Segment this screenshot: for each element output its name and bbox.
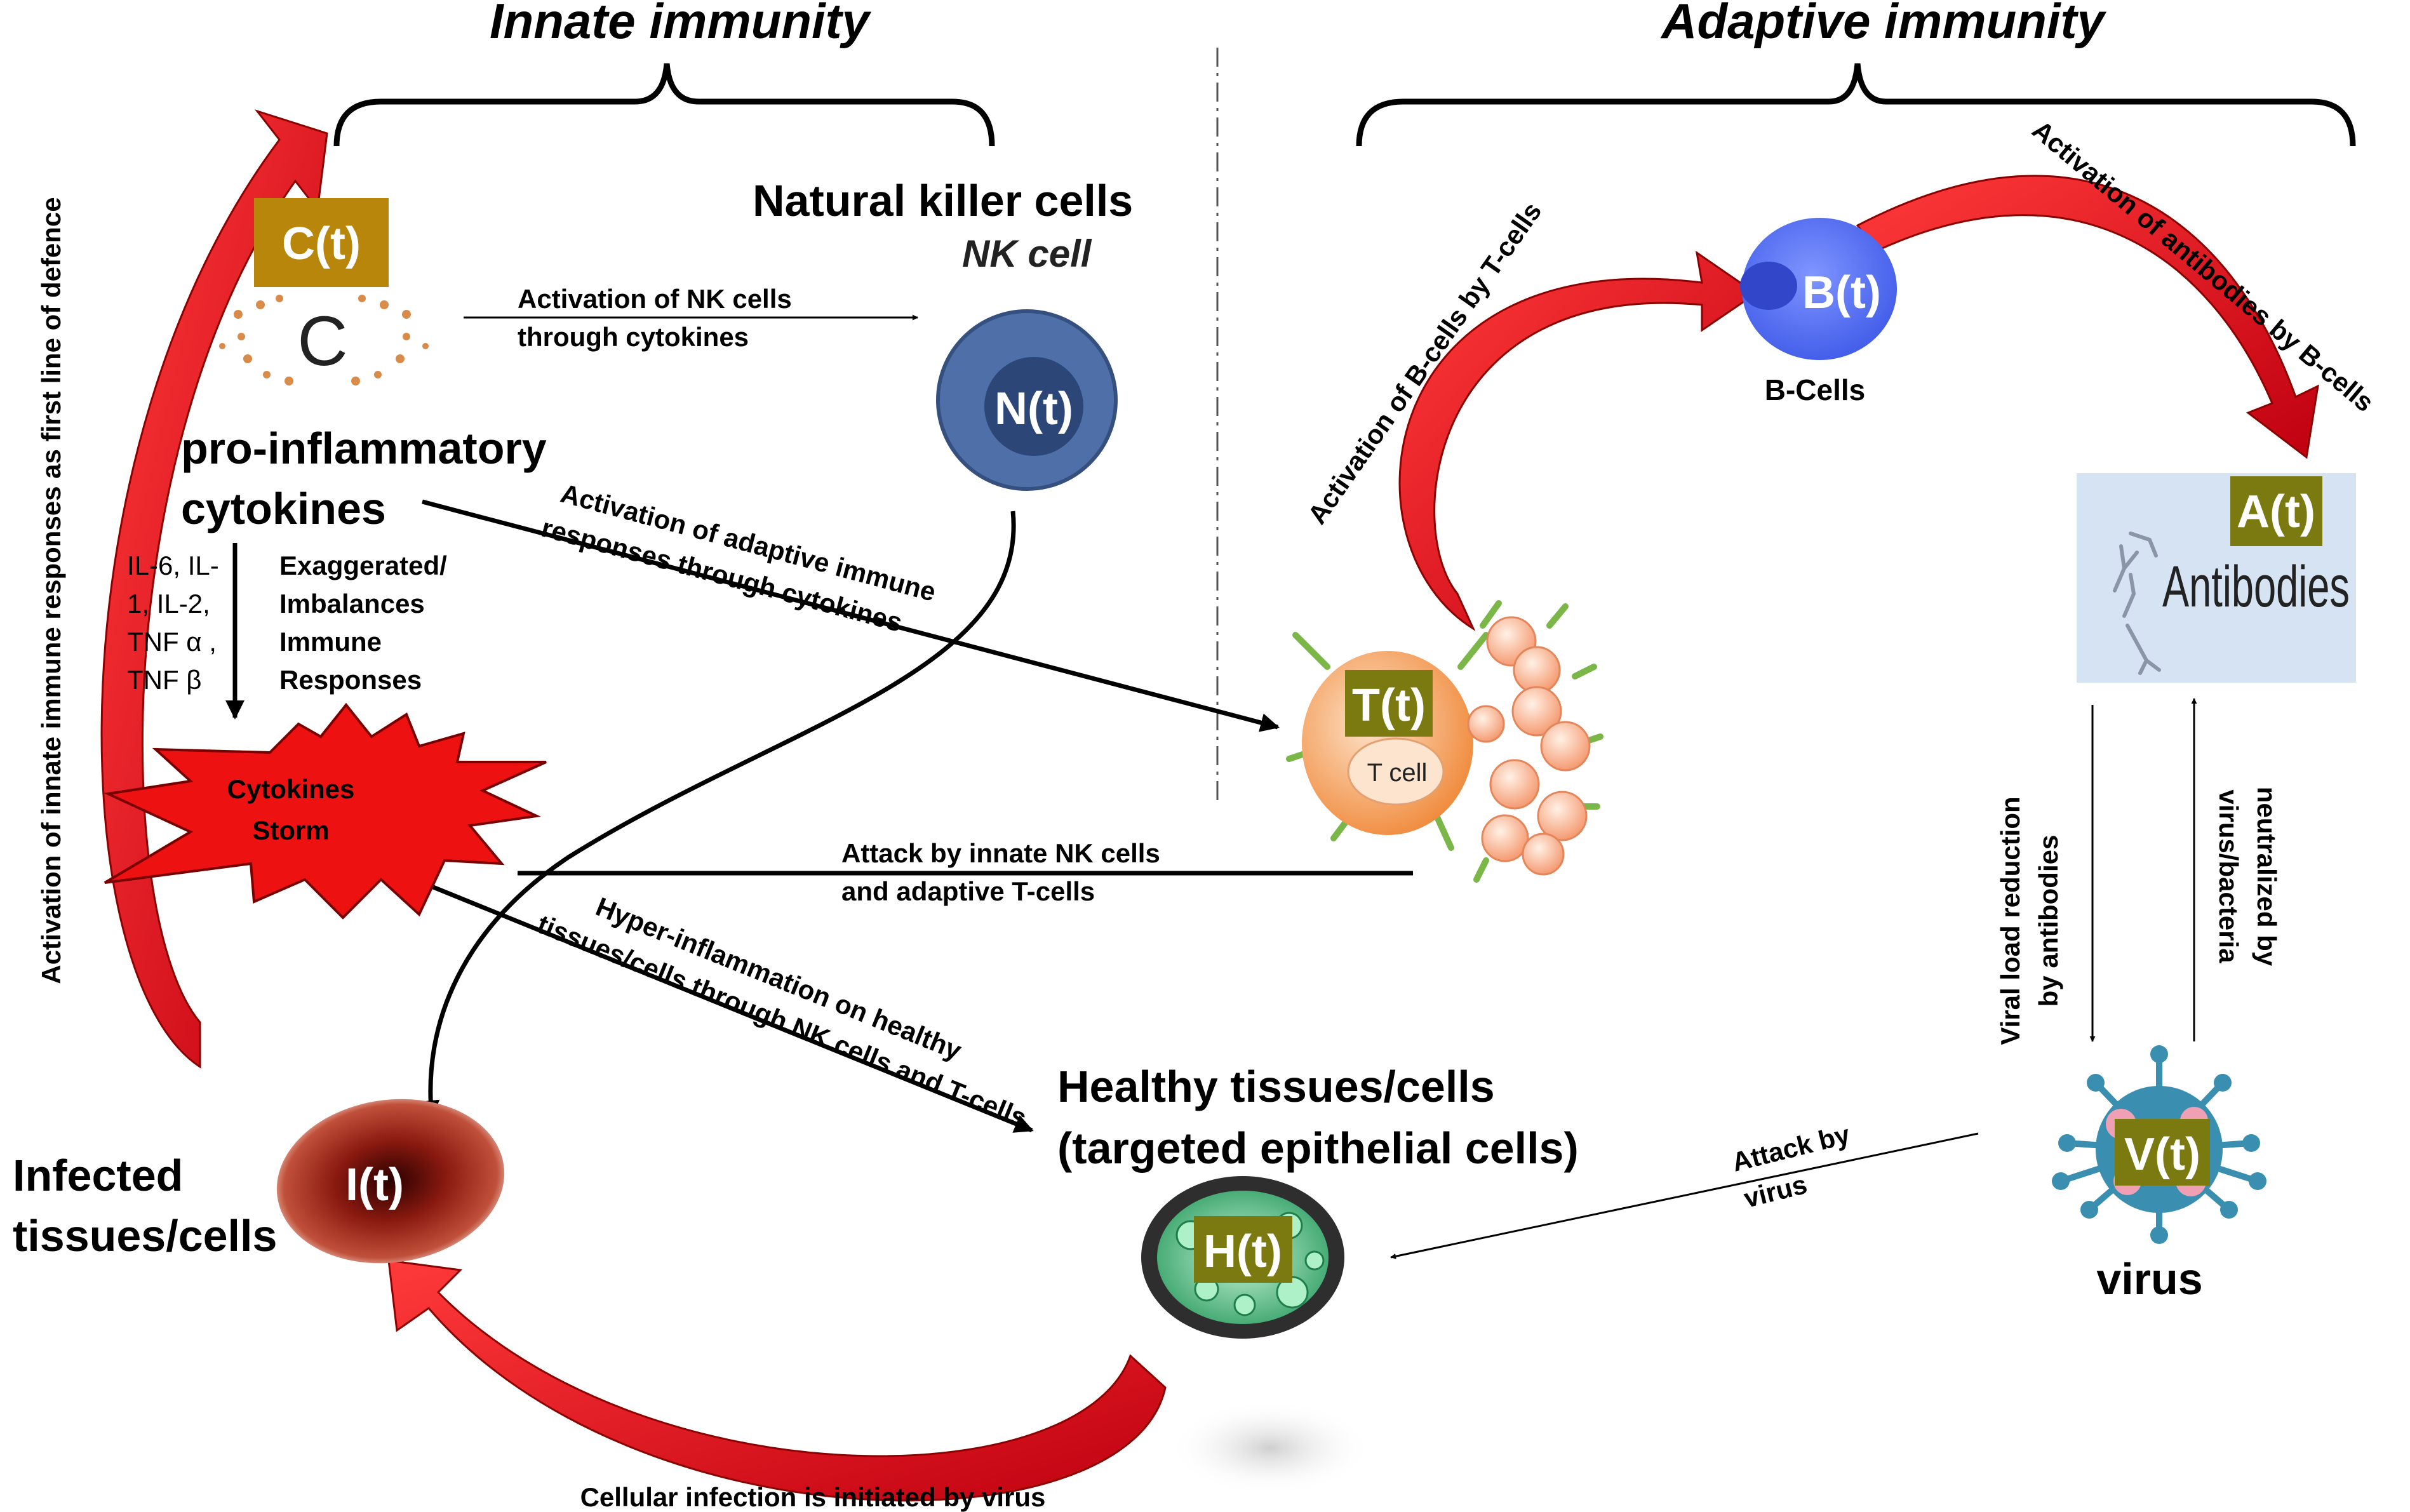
attack-virus-label-line2: virus [1741,1169,1810,1214]
cytokine-var-label: C(t) [282,218,361,269]
nk-cell-node: Natural killer cells NK cell N(t) [753,176,1133,491]
virus-var-label: V(t) [2124,1129,2200,1180]
t-cell-receptors-icon [1286,600,1603,883]
virus-caption: virus [2096,1254,2202,1304]
healthy-title-line1: Healthy tissues/cells [1057,1062,1495,1111]
cytokine-list: IL-6, IL- 1, IL-2, TNF α , TNF β [127,551,219,695]
attack-virus-label-line1: Attack by [1729,1119,1853,1177]
attack-virus-label: Attack by virus [1729,1119,1853,1214]
cytokine-storm-node: Cytokines Storm [104,702,547,920]
imbalance-line: Responses [279,665,422,695]
cytokine-node: C(t) C pro-inflammatory cytokines [181,198,547,533]
cytokine-title-line1: pro-inflammatory [181,424,547,473]
viral-reduction-label-line2: by antibodies [2033,835,2063,1007]
cytokine-list-item: TNF β [127,665,201,695]
imbalance-text: Exaggerated/ Imbalances Immune Responses [279,551,447,695]
healthy-title-line2: (targeted epithelial cells) [1057,1123,1579,1173]
cytokine-list-item: IL-6, IL- [127,551,219,580]
cellular-infection-label: Cellular infection is initiated by virus [580,1482,1046,1512]
nk-var-label: N(t) [994,384,1073,434]
t-cell-cluster-icon [1467,616,1591,876]
cytokine-list-item: TNF α , [127,627,217,657]
innate-immunity-title: Innate immunity [490,0,872,49]
virus-node: V(t) virus [2052,1045,2266,1304]
b-cell-icon [1742,218,1897,360]
b-cell-caption: B-Cells [1765,373,1865,406]
antibody-activation-label: Activation of antibodies by B-cells [2026,114,2380,417]
t-var-box [1345,670,1433,737]
virus-var-box [2115,1119,2210,1186]
neutralized-label-line2: virus/bacteria [2214,789,2244,963]
hyper-inflammation-arrow [421,880,1034,1133]
cytokine-list-item: 1, IL-2, [127,589,210,619]
viral-reduction-label-line1: Viral load reduction [1995,796,2025,1045]
attack-nk-t-label-line1: Attack by innate NK cells [841,838,1160,868]
antibody-var-box [2230,476,2322,546]
storm-label-line2: Storm [252,815,329,845]
adaptive-immunity-title: Adaptive immunity [1660,0,2106,49]
antibody-caption: Antibodies [2162,554,2350,619]
nk-subtitle: NK cell [962,232,1092,275]
nk-nucleus-icon [984,357,1083,456]
infected-node: I(t) Infected tissues/cells [13,1099,505,1264]
cytokine-var-box [254,198,389,287]
adaptive-brace [1356,63,2356,147]
imbalance-line: Exaggerated/ [279,551,447,580]
adaptive-activation-label: Activation of adaptive immune responses … [539,478,939,638]
t-var-label: T(t) [1352,680,1426,731]
antibody-y-icon [2113,532,2161,675]
adaptive-activation-arrow [422,499,1280,732]
cytokine-glyph: C [297,302,347,380]
t-cell-inner-label: T cell [1367,759,1428,787]
neutralized-label: neutralized by virus/bacteria [2214,787,2282,967]
nk-activation-label-line1: Activation of NK cells [518,284,792,314]
hyper-inflammation-label: Hyper-inflammation on healthy tissues/ce… [533,892,1031,1134]
healthy-var-box [1194,1216,1292,1283]
attack-nk-t-label-line2: and adaptive T-cells [841,876,1095,906]
b-nucleus-icon [1740,262,1797,310]
b-var-label: B(t) [1802,267,1881,318]
innate-activation-arrow [100,109,328,1069]
infected-title-line1: Infected [13,1151,183,1200]
nk-to-infected-arrow [420,511,1016,1120]
imbalance-line: Imbalances [279,589,425,619]
virus-spike-tips-icon [2052,1045,2266,1244]
infected-cell-icon [276,1099,505,1264]
infected-var-label: I(t) [345,1160,404,1210]
innate-brace [333,63,995,147]
viral-reduction-label: Viral load reduction by antibodies [1995,796,2063,1045]
antibody-activation-arrow [1856,175,2319,459]
healthy-var-label: H(t) [1203,1226,1282,1277]
antibody-var-label: A(t) [2237,486,2315,537]
b-cell-node: B(t) B-Cells [1740,218,1897,406]
nk-title: Natural killer cells [753,176,1133,225]
nk-activation-label-line2: through cytokines [518,322,749,352]
storm-label-line1: Cytokines [227,774,355,804]
healthy-node: Healthy tissues/cells (targeted epitheli… [1057,1062,1579,1495]
cytokine-dots-icon [219,295,429,385]
cellular-infection-arrow [387,1259,1167,1502]
infected-title-line2: tissues/cells [13,1211,277,1261]
neutralized-label-line1: neutralized by [2252,787,2282,967]
imbalance-line: Immune [279,627,382,657]
t-cell-node: T(t) T cell [1286,600,1603,883]
healthy-shadow [1168,1400,1372,1495]
virus-attack-arrow [1390,1132,1979,1259]
antibody-node: A(t) Antibodies [2077,473,2356,683]
b-activation-arrow [1398,250,1758,631]
hyper-inflammation-label-line2: tissues/cells through NK cells and T-cel… [533,909,1031,1133]
innate-first-line-label: Activation of innate immune responses as… [36,197,66,984]
cytokine-title-line2: cytokines [181,484,386,533]
t-nucleus-icon [1347,737,1445,806]
storm-burst-icon [104,702,547,920]
